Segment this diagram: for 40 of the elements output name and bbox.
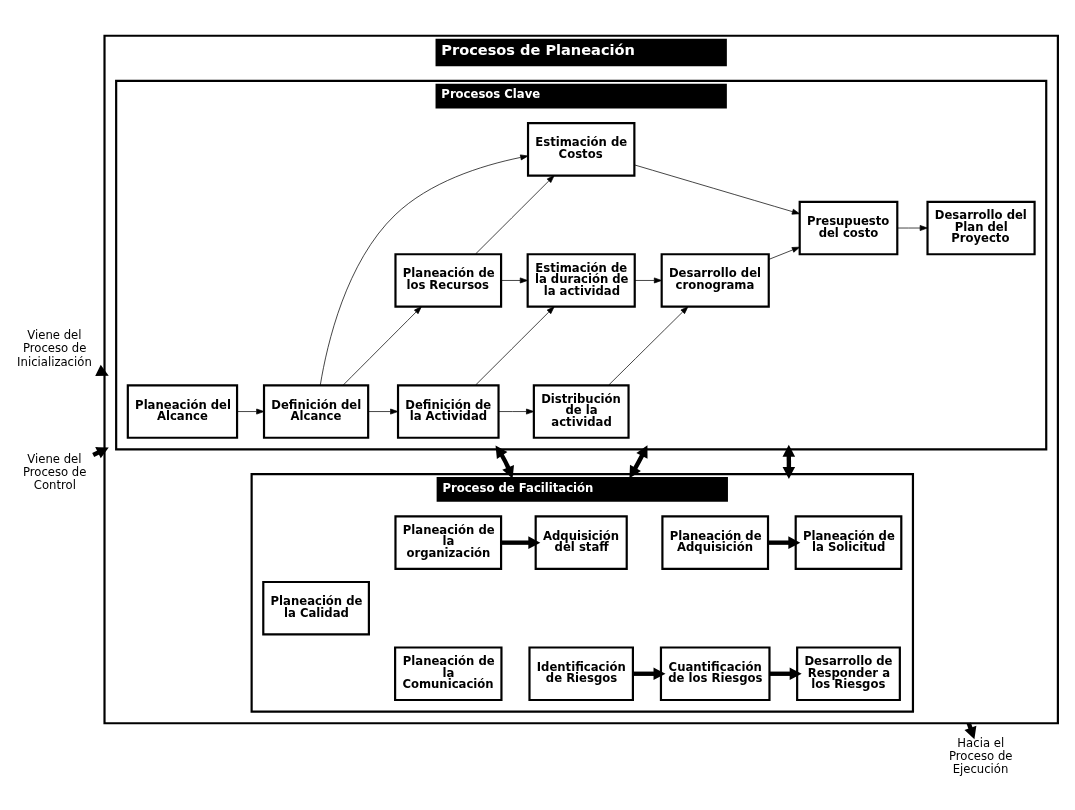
arrow	[782, 444, 796, 479]
node-box: Planeación de la Solicitud	[794, 515, 903, 570]
arrow	[501, 536, 541, 549]
node-box: Estimación de la duración de la actividad	[526, 253, 636, 308]
node-box: Estimación de Costos	[526, 122, 636, 177]
node-box: Planeación de la organización	[394, 515, 503, 570]
node-box: Cuantificación de los Riesgos	[659, 646, 771, 702]
arrow	[896, 225, 928, 231]
node-box: Planeación de la Calidad	[262, 580, 370, 636]
arrow	[475, 306, 555, 386]
arrow	[634, 277, 662, 284]
node-box: Planeación del Alcance	[126, 384, 239, 439]
node-text: Viene del Proceso de Control	[22, 452, 87, 493]
arrow	[319, 154, 529, 386]
node-box: Desarrollo del Plan del Proyecto	[926, 200, 1036, 256]
node-box: Definición del Alcance	[262, 384, 370, 439]
arrow	[608, 306, 689, 386]
arrow	[367, 408, 399, 415]
node-box: Definición de la Actividad	[396, 384, 500, 439]
node-box: Planeación de la Comunicación	[394, 646, 503, 702]
node-box: Presupuesto del costo	[798, 200, 899, 256]
node-text: Hacia el Proceso de Ejecución	[949, 736, 1013, 777]
arrow	[633, 667, 666, 681]
arrow	[498, 408, 535, 415]
node-box: Planeación de Adquisición	[661, 515, 770, 570]
node-box: Desarrollo del cronograma	[660, 253, 770, 308]
node-box: Identificación de Riesgos	[528, 646, 634, 702]
arrow	[768, 536, 801, 549]
arrow	[342, 306, 422, 386]
node-box: Adquisición del staff	[534, 515, 628, 570]
arrow	[634, 164, 800, 215]
node-box: Desarrollo de Responder a los Riesgos	[796, 646, 901, 702]
arrow	[768, 246, 800, 260]
node-box: Planeación de los Recursos	[394, 253, 503, 308]
node-text: Viene del Proceso de Inicialización	[17, 328, 92, 369]
node-box: Distribución de la actividad	[532, 384, 630, 439]
arrow	[236, 408, 265, 415]
arrow	[769, 667, 802, 681]
arrow	[475, 175, 555, 255]
arrow	[500, 277, 528, 284]
